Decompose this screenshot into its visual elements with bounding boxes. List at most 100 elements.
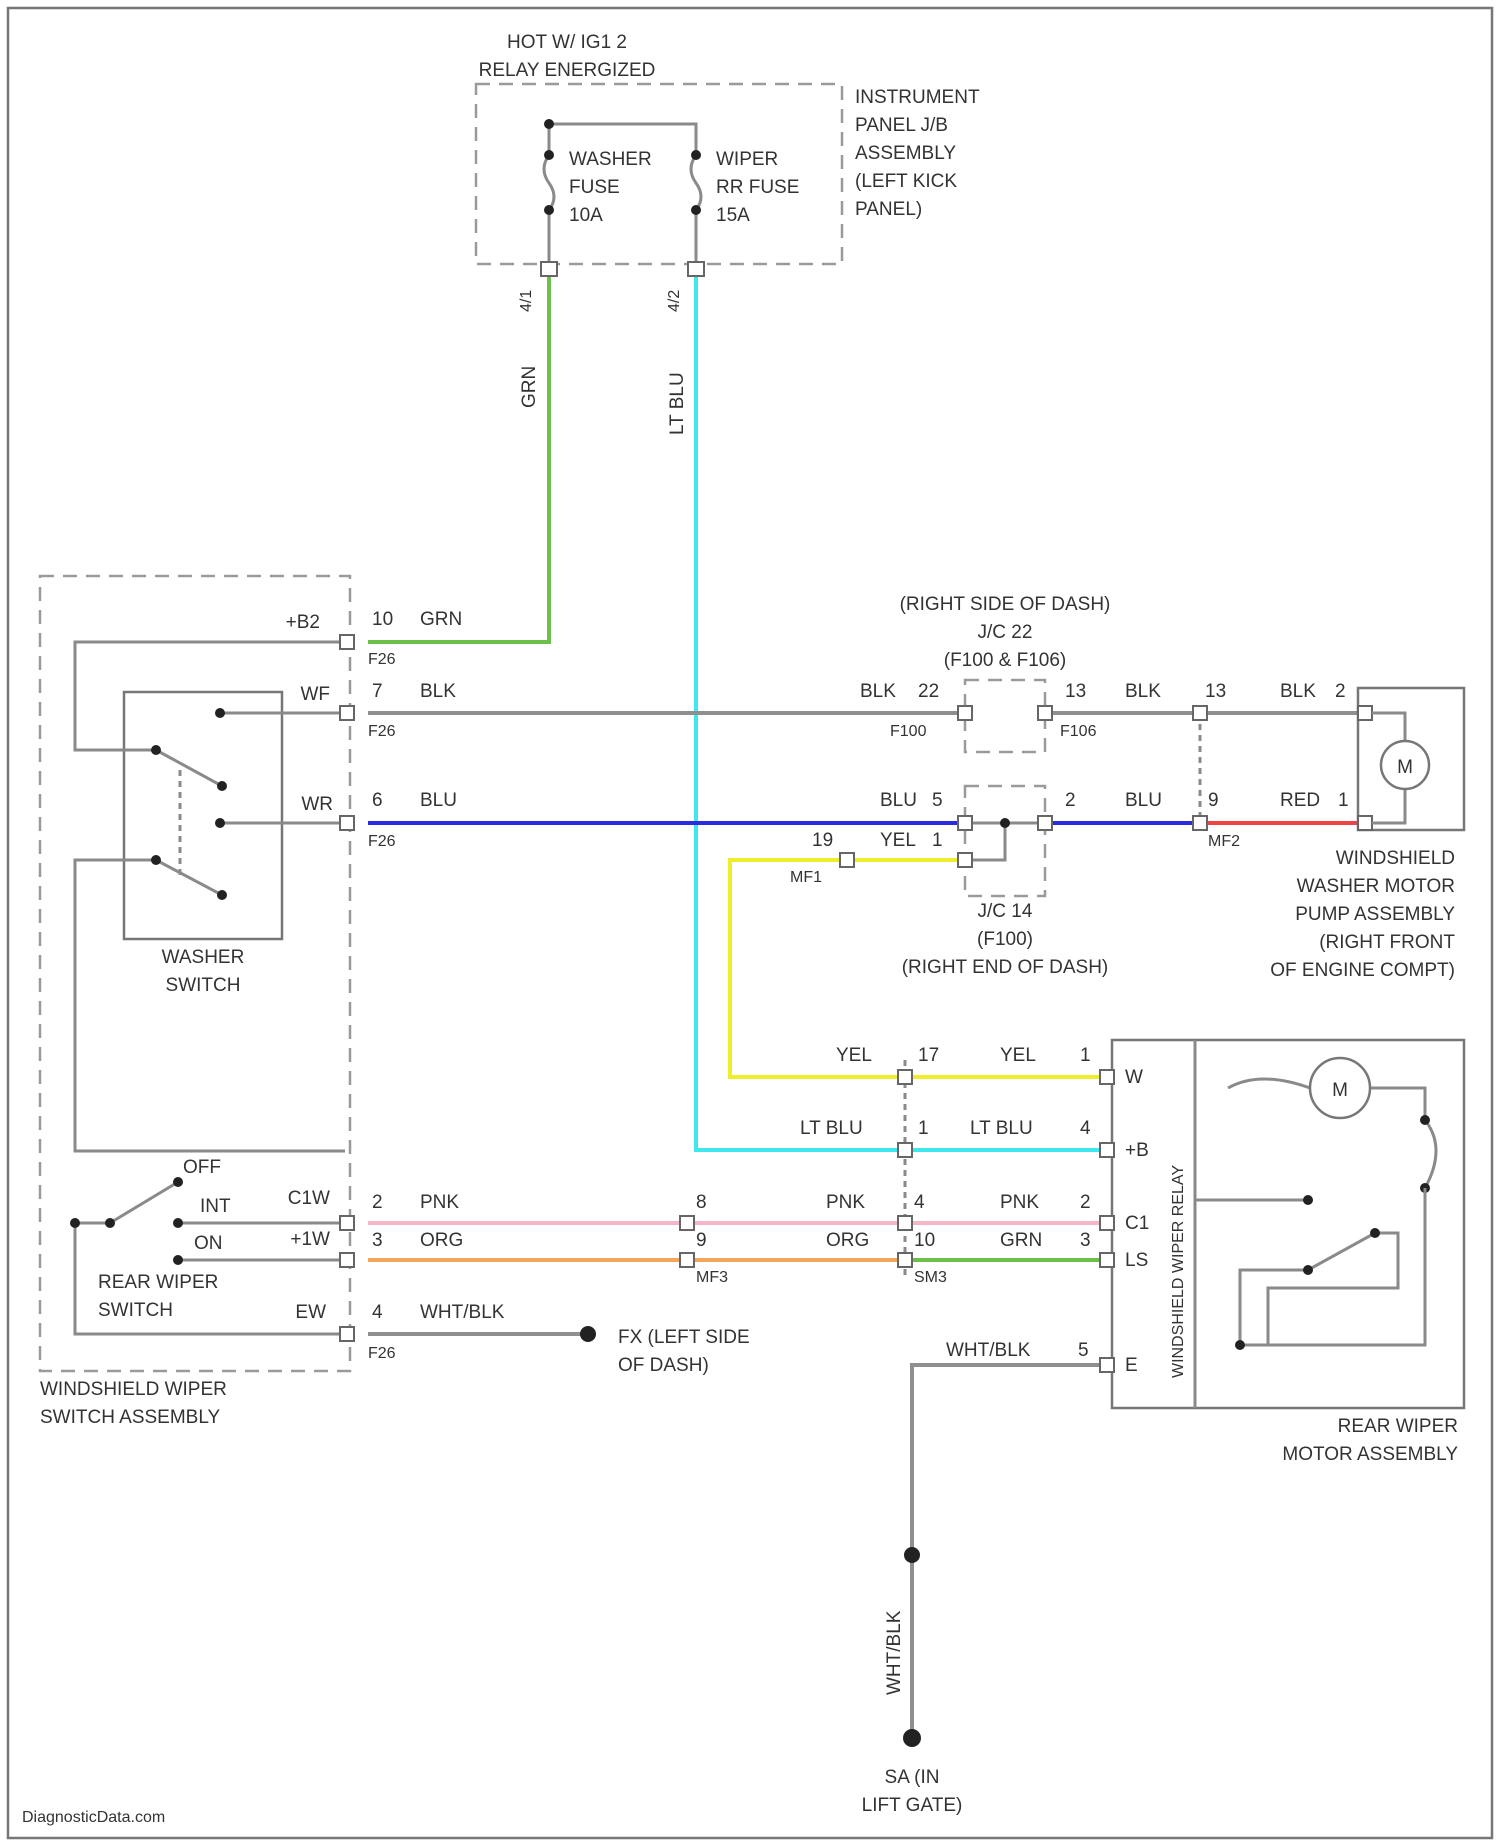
washer-fuse-top — [544, 150, 554, 160]
jc22-wire-out: BLK — [1125, 681, 1161, 702]
ij-label-5: PANEL) — [855, 199, 922, 220]
ground-splice-dot — [904, 1547, 920, 1563]
rr-org-pin-b: 3 — [1080, 1230, 1091, 1251]
rr-ltblu-pin-b: 4 — [1080, 1118, 1091, 1139]
jc14-term-blu — [958, 816, 972, 830]
rs-on — [173, 1255, 183, 1265]
rr-yel-pin-a: 17 — [918, 1045, 939, 1066]
fuse-pin-right: 4/2 — [666, 290, 683, 312]
diagram-frame — [8, 8, 1492, 1838]
wm-conn-blk — [1193, 706, 1207, 720]
jc14-pin-yel-out: 19 — [812, 830, 833, 851]
sm3-label: SM3 — [914, 1269, 947, 1286]
wm-mf2: MF2 — [1208, 833, 1240, 850]
rr-yel-pin-b: 1 — [1080, 1045, 1091, 1066]
jc14-wire-blu-out: BLU — [1125, 790, 1162, 811]
washer-motor-symbol: M — [1397, 757, 1413, 778]
rs-node — [70, 1218, 80, 1228]
wm-label-2: WASHER MOTOR — [1297, 876, 1455, 897]
jc22-blk-in: BLK — [860, 681, 896, 702]
rear-switch-label-1: REAR WIPER — [98, 1272, 218, 1293]
washer-fuse-label-1: WASHER — [569, 149, 652, 170]
conn-4: F26 — [368, 1345, 396, 1362]
fuse-pin-left: 4/1 — [518, 290, 535, 312]
jc14-blu-in: BLU — [880, 790, 917, 811]
jc22-label-1: (RIGHT SIDE OF DASH) — [900, 594, 1111, 615]
cam-top — [1420, 1115, 1430, 1125]
pos-on: ON — [194, 1233, 223, 1254]
wire-4: WHT/BLK — [420, 1302, 505, 1323]
jc22-conn-in: F100 — [890, 723, 927, 740]
rr-yel-b: YEL — [1000, 1045, 1036, 1066]
wiper-fuse-bottom — [691, 205, 701, 215]
rr-pnk-b: PNK — [1000, 1192, 1039, 1213]
mf3-term-pnk — [680, 1216, 694, 1230]
rc-term-ltblu — [898, 1143, 912, 1157]
washer-switch-label-1: WASHER — [162, 947, 245, 968]
wm-pin-blk-conn: 13 — [1205, 681, 1226, 702]
term-1w: +1W — [290, 1229, 330, 1250]
sa-label-1: SA (IN — [885, 1767, 940, 1788]
fuse-wire-right-label: LT BLU — [667, 372, 688, 435]
rm-term-w-label: W — [1125, 1067, 1143, 1088]
washer-fuse-label-2: FUSE — [569, 177, 620, 198]
washer-switch-label-2: SWITCH — [166, 975, 241, 996]
ij-label-3: ASSEMBLY — [855, 143, 956, 164]
rs-pivot — [105, 1218, 115, 1228]
grn-wire — [368, 268, 549, 642]
washer-switch-blades — [156, 750, 222, 895]
jc22-pin-out: 13 — [1065, 681, 1086, 702]
jc22-label-3: (F100 & F106) — [944, 650, 1067, 671]
jc14-node — [1000, 818, 1010, 828]
conn-term-6 — [340, 816, 354, 830]
rr-pnk-pin-b: 2 — [1080, 1192, 1091, 1213]
term-b2: +B2 — [286, 612, 320, 633]
jc14-pin-blu: 5 — [932, 790, 943, 811]
wm-label-4: (RIGHT FRONT — [1319, 932, 1455, 953]
pin-7: 7 — [372, 681, 383, 702]
fuse-bus-node — [544, 119, 554, 129]
jc14-yel-label: YEL — [880, 830, 916, 851]
power-label-1: HOT W/ IG1 2 — [507, 32, 627, 53]
rc-term-org — [898, 1253, 912, 1267]
relay-c1-node — [1303, 1195, 1313, 1205]
ij-label-1: INSTRUMENT — [855, 87, 980, 108]
wm-label-5: OF ENGINE COMPT) — [1270, 960, 1455, 981]
fx-label-1: FX (LEFT SIDE — [618, 1327, 750, 1348]
switch-common-wire — [75, 860, 345, 1151]
cam-switch-icon — [1425, 1120, 1436, 1188]
rr-org-a: ORG — [826, 1230, 869, 1251]
rm-term-e-label: E — [1125, 1355, 1138, 1376]
conn-6: F26 — [368, 833, 396, 850]
rm-term-ls — [1100, 1253, 1114, 1267]
wire-7: BLK — [420, 681, 456, 702]
rear-conn-terminals — [680, 1070, 912, 1267]
mf3-label: MF3 — [696, 1269, 728, 1286]
wm-pin-blk: 2 — [1335, 681, 1346, 702]
switch-assembly-label-2: SWITCH ASSEMBLY — [40, 1407, 221, 1428]
jc14-label-3: (RIGHT END OF DASH) — [902, 957, 1109, 978]
rm-term-b — [1100, 1143, 1114, 1157]
conn-term-2 — [340, 1216, 354, 1230]
e-wire-label: WHT/BLK — [946, 1340, 1031, 1361]
conn-7: F26 — [368, 723, 396, 740]
wm-wire-red: RED — [1280, 790, 1320, 811]
conn-term-7 — [340, 706, 354, 720]
pos-off: OFF — [183, 1157, 221, 1178]
wm-pin-red-conn: 9 — [1208, 790, 1219, 811]
wire-3: ORG — [420, 1230, 463, 1251]
rr-org-pin-mid: 10 — [914, 1230, 935, 1251]
rr-org-pin-a: 9 — [696, 1230, 707, 1251]
sa-label-2: LIFT GATE) — [862, 1795, 963, 1816]
wiper-fuse-label-1: WIPER — [716, 149, 778, 170]
jc22-pin-in: 22 — [918, 681, 939, 702]
vertical-wire-label: WHT/BLK — [884, 1610, 905, 1695]
rr-yel-a: YEL — [836, 1045, 872, 1066]
rm-term-c1 — [1100, 1216, 1114, 1230]
jc14-label-1: J/C 14 — [978, 901, 1033, 922]
wm-label-3: PUMP ASSEMBLY — [1295, 904, 1455, 925]
ws-contact-2 — [217, 890, 227, 900]
pin-2: 2 — [372, 1192, 383, 1213]
mf3-term-org — [680, 1253, 694, 1267]
jc14-pin-yel: 1 — [932, 830, 943, 851]
